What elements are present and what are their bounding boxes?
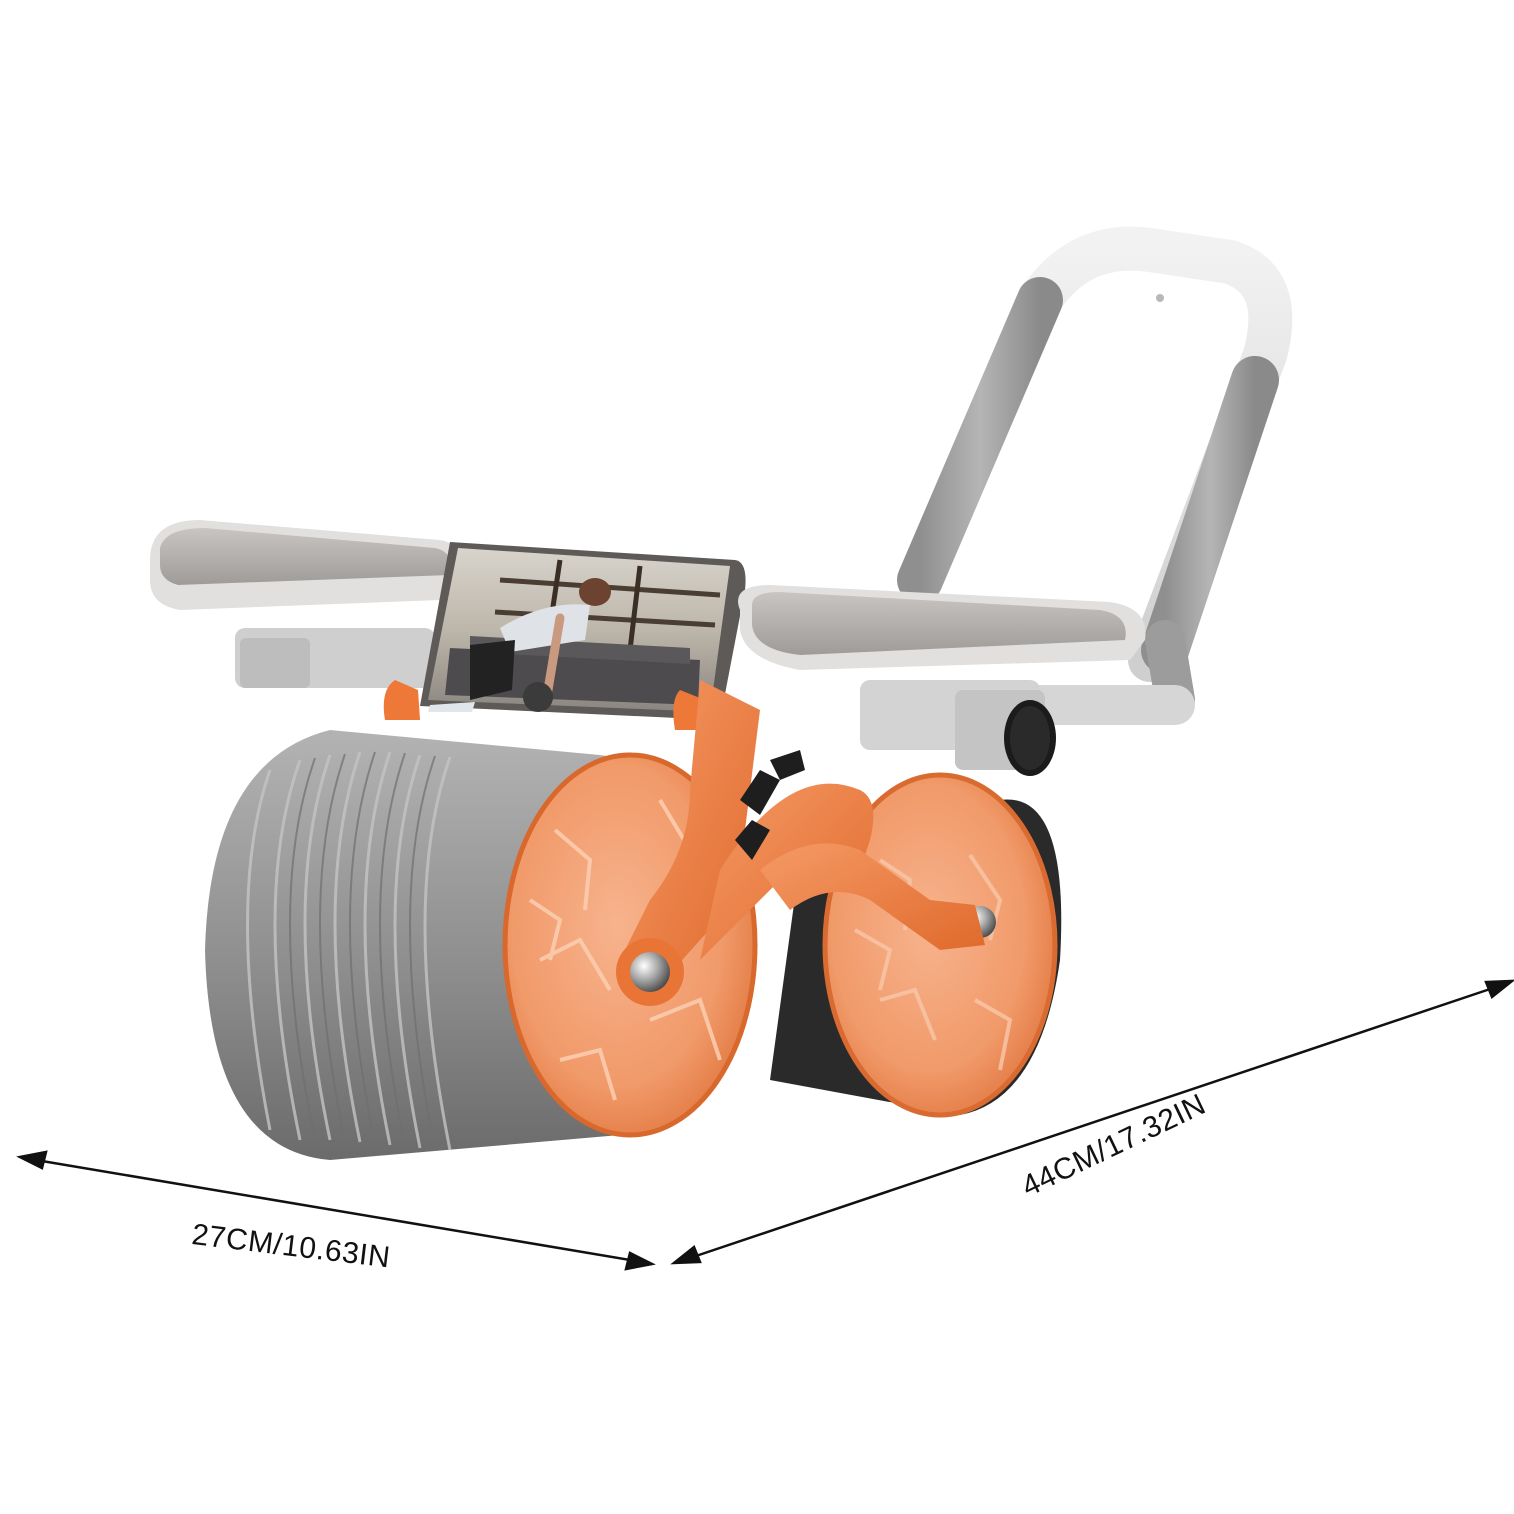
orange-frame xyxy=(616,680,985,1006)
left-axle-bolt xyxy=(630,952,670,992)
woman-exercising-figure xyxy=(428,578,611,712)
left-elbow-pad xyxy=(150,520,463,688)
depth-dimension-arrow xyxy=(670,979,1514,1265)
right-elbow-pad xyxy=(738,585,1146,776)
phone-holder xyxy=(383,542,746,730)
handle-bar xyxy=(897,226,1293,725)
frame-vent-slots xyxy=(735,750,805,860)
width-dimension-arrow xyxy=(16,1150,656,1271)
